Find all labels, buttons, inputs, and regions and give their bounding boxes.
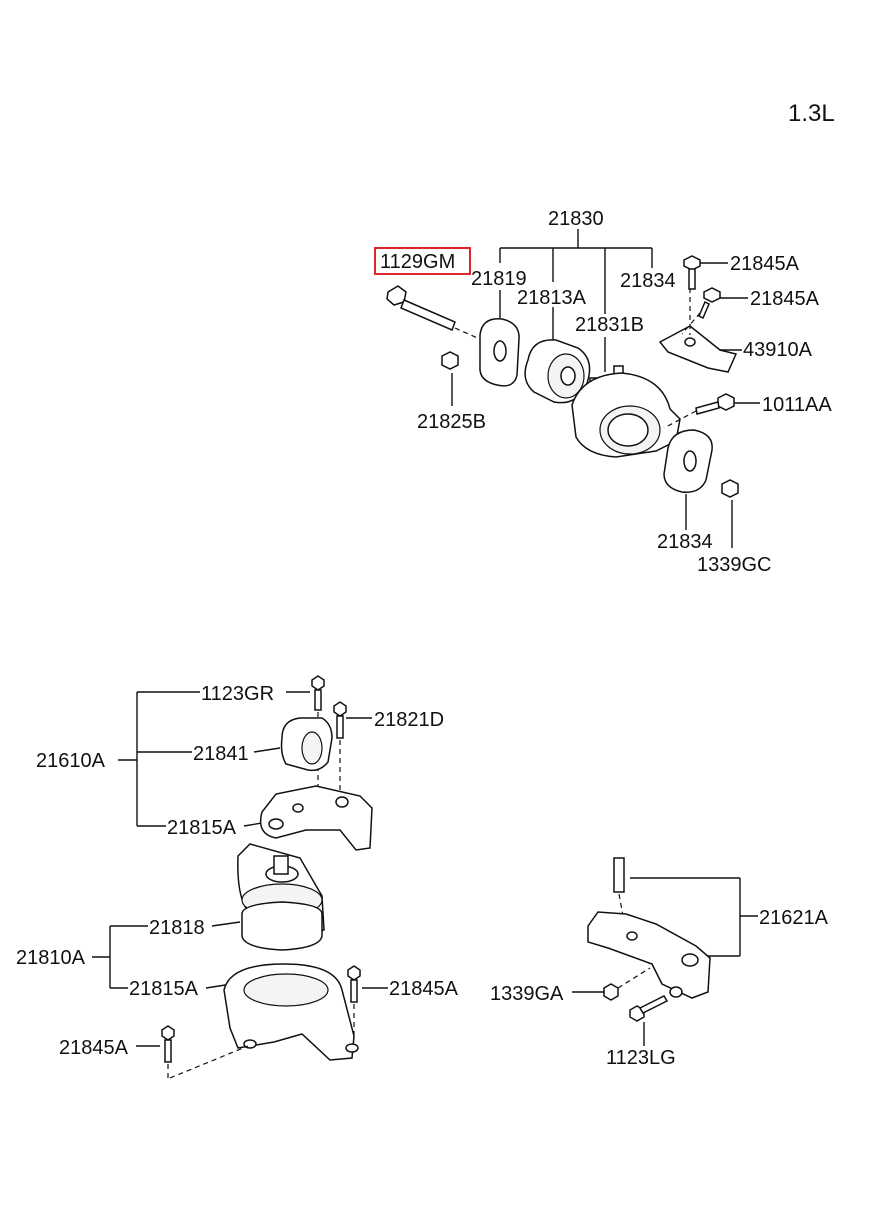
label-21815A-2[interactable]: 21815A (129, 978, 199, 1000)
label-21621A[interactable]: 21621A (759, 907, 829, 929)
bolt-21845A-lower-left[interactable] (161, 1025, 249, 1079)
label-21841[interactable]: 21841 (193, 743, 249, 765)
bushing-21813A-part[interactable] (524, 339, 591, 404)
label-21825B[interactable]: 21825B (417, 411, 486, 433)
label-1129GM[interactable]: 1129GM (380, 251, 455, 273)
label-21815A-1[interactable]: 21815A (167, 817, 237, 839)
stopper-21841-part[interactable] (280, 717, 333, 772)
label-21834-lower[interactable]: 21834 (657, 531, 713, 553)
label-21819[interactable]: 21819 (471, 268, 527, 290)
bolt-21821D-part[interactable] (333, 701, 347, 800)
bracket-43910A-part[interactable] (658, 288, 738, 373)
bracket-21815A-upper-part[interactable] (259, 785, 373, 851)
label-21818[interactable]: 21818 (149, 917, 205, 939)
label-21831B[interactable]: 21831B (575, 314, 644, 336)
label-1123GR[interactable]: 1123GR (201, 683, 274, 705)
label-21813A[interactable]: 21813A (517, 287, 587, 309)
highlight-box-1129GM (374, 247, 471, 275)
label-1011AA[interactable]: 1011AA (762, 394, 832, 416)
bolt-1123GR-part[interactable] (311, 675, 325, 800)
label-21845A-2[interactable]: 21845A (750, 288, 820, 310)
bolt-1129GM-part[interactable] (386, 285, 483, 341)
engine-variant-title: 1.3L (788, 100, 835, 127)
label-21610A[interactable]: 21610A (36, 750, 106, 772)
label-21830[interactable]: 21830 (548, 208, 604, 230)
nut-1339GC-part[interactable] (721, 479, 739, 548)
nut-1339GA-part[interactable] (603, 967, 651, 1001)
mount-21818-part[interactable] (237, 843, 325, 951)
leader-21610A (118, 691, 372, 827)
label-21845A-3[interactable]: 21845A (389, 978, 459, 1000)
label-21845A-1[interactable]: 21845A (730, 253, 800, 275)
label-43910A[interactable]: 43910A (743, 339, 813, 361)
label-1123LG[interactable]: 1123LG (606, 1047, 676, 1069)
label-21834-upper[interactable]: 21834 (620, 270, 676, 292)
bracket-21815A-lower-part[interactable] (223, 963, 359, 1061)
nut-21825B-part[interactable] (441, 351, 459, 406)
label-1339GC[interactable]: 1339GC (697, 554, 772, 576)
bolt-21845A-upper-2[interactable] (698, 287, 748, 320)
bolt-1011AA-part[interactable] (663, 393, 760, 429)
bolt-21845A-lower-right[interactable] (347, 965, 361, 1040)
mount-body-21831B-part[interactable] (571, 365, 681, 458)
bolt-21845A-upper-1[interactable] (683, 255, 728, 290)
label-21810A[interactable]: 21810A (16, 947, 86, 969)
bracket-21621A-part[interactable] (587, 911, 711, 999)
leader-21810A (92, 921, 388, 1047)
washer-21834-lower-part[interactable] (663, 429, 713, 530)
leader-21830 (499, 229, 653, 372)
label-21845A-4[interactable]: 21845A (59, 1037, 129, 1059)
label-1339GA[interactable]: 1339GA (490, 983, 564, 1005)
bolt-1123LG-part[interactable] (629, 995, 669, 1022)
leader-21621A (572, 877, 758, 1046)
washer-21819-part[interactable] (479, 318, 520, 387)
label-21821D[interactable]: 21821D (374, 709, 444, 731)
